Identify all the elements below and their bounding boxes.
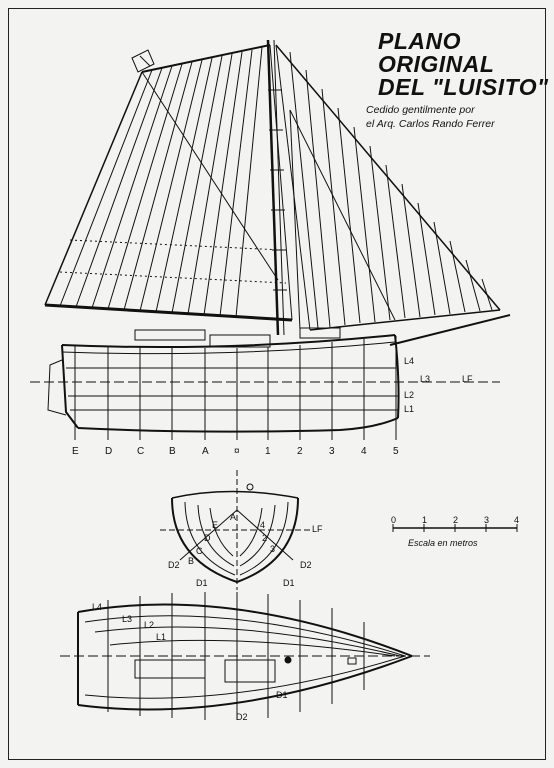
- title-line-3: DEL "LUISITO": [378, 74, 549, 100]
- body-plan-label: D2: [168, 560, 180, 570]
- waterline-label: L1: [404, 404, 415, 414]
- jib-sail: [275, 44, 501, 331]
- plan-label: L4: [92, 602, 103, 612]
- station-label: D: [105, 446, 113, 457]
- station-label: 2: [297, 446, 303, 457]
- scale-tick-label: 4: [514, 515, 520, 525]
- mast: [266, 39, 287, 336]
- scale-tick-label: 2: [453, 515, 459, 525]
- body-plan-label: LF: [312, 524, 323, 534]
- body-plan-label: D2: [300, 560, 312, 570]
- mainsail: [44, 44, 293, 322]
- scale-caption: Escala en metros: [408, 538, 478, 548]
- hull-profile: [30, 327, 500, 440]
- station-label: E: [72, 446, 79, 457]
- body-plan-label: B: [188, 556, 195, 566]
- plan-label: L2: [144, 620, 155, 630]
- body-plan-label: A: [230, 512, 237, 522]
- station-label: B: [169, 446, 176, 457]
- body-plan-label: E: [212, 520, 219, 530]
- station-label: A: [202, 446, 209, 457]
- body-plan-label: 2: [262, 533, 268, 543]
- station-label: 3: [329, 446, 335, 457]
- half-breadth-plan: [60, 592, 430, 720]
- pennant: [131, 49, 155, 73]
- page-border: [8, 8, 546, 760]
- station-label: C: [137, 446, 145, 457]
- station-label: ¤: [234, 446, 240, 457]
- credit-line-2: el Arq. Carlos Rando Ferrer: [366, 118, 495, 130]
- scale-bar: [392, 524, 518, 532]
- scale-tick-label: 0: [391, 515, 397, 525]
- body-plan-label: 4: [260, 520, 266, 530]
- station-label: 5: [393, 446, 399, 457]
- waterline-label: L2: [404, 390, 415, 400]
- body-plan: [160, 470, 310, 590]
- plan-label: D1: [276, 690, 288, 700]
- body-plan-label: C: [196, 546, 203, 556]
- page-title: PLANO ORIGINAL DEL "LUISITO": [378, 30, 549, 99]
- plan-label: D2: [236, 712, 248, 722]
- plan-label: L1: [156, 632, 167, 642]
- plan-label: L3: [122, 614, 133, 624]
- body-plan-label: D1: [283, 578, 295, 588]
- station-label: 1: [265, 446, 271, 457]
- title-line-1: PLANO: [378, 28, 461, 54]
- station-label: 4: [361, 446, 367, 457]
- title-line-2: ORIGINAL: [378, 51, 495, 77]
- body-plan-label: 3: [270, 544, 276, 554]
- credit-text: Cedido gentilmente por el Arq. Carlos Ra…: [366, 103, 495, 131]
- body-plan-label: D1: [196, 578, 208, 588]
- body-plan-label: D: [204, 533, 211, 543]
- waterline-label: L3: [420, 374, 431, 384]
- waterline-label: L4: [404, 356, 415, 366]
- bowsprit: [389, 314, 511, 346]
- scale-tick-label: 3: [484, 515, 490, 525]
- scale-tick-label: 1: [422, 515, 428, 525]
- waterline-label: LF: [462, 374, 473, 384]
- credit-line-1: Cedido gentilmente por: [366, 104, 475, 116]
